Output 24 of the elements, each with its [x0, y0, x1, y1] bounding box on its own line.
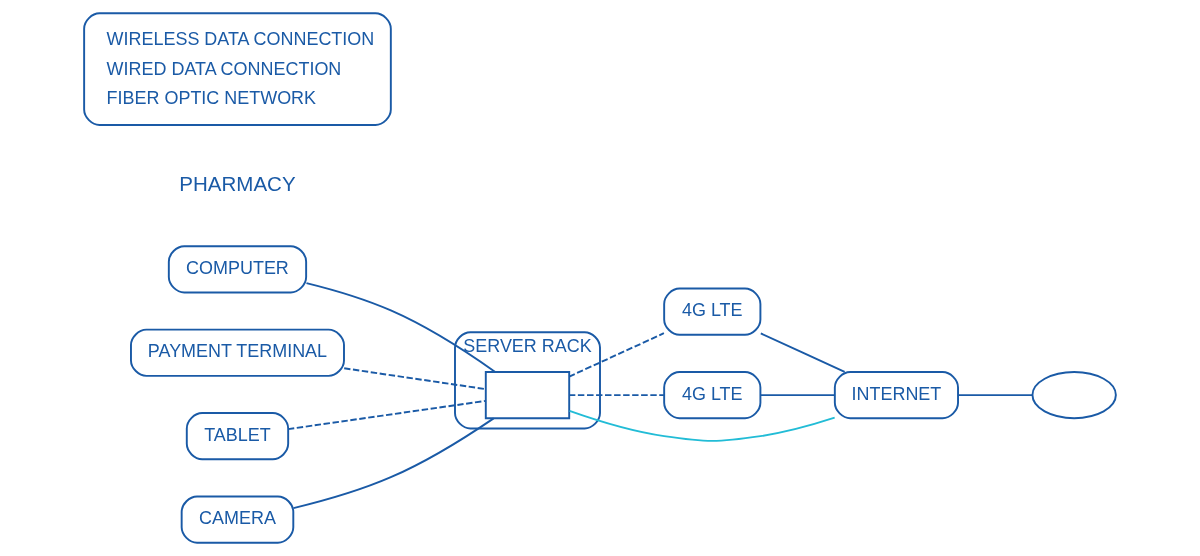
connector — [759, 394, 836, 397]
node-box: 4G LTE — [663, 287, 762, 336]
connector — [957, 394, 1033, 397]
connector — [759, 332, 846, 373]
node-box: COMPUTER — [167, 245, 308, 294]
connector — [343, 367, 487, 391]
node-box — [484, 371, 571, 420]
cluster: SERVER RACK — [454, 331, 601, 430]
node-cloud — [1031, 371, 1117, 420]
node-box: TABLET — [185, 412, 290, 461]
connector — [287, 399, 487, 431]
node-box: PAYMENT TERMINAL — [130, 328, 345, 377]
legend-label: WIRELESS DATA CONNECTION — [106, 29, 375, 50]
connector — [568, 409, 836, 442]
node-box: 4G LTE — [663, 371, 762, 420]
node-box: INTERNET — [833, 371, 959, 420]
connector — [305, 282, 496, 373]
legend-label: FIBER OPTIC NETWORK — [106, 88, 317, 109]
connector — [568, 332, 665, 378]
connector — [292, 417, 495, 510]
legend-label: WIRED DATA CONNECTION — [106, 58, 342, 79]
label: PHARMACY — [179, 171, 296, 195]
node-box: CAMERA — [180, 495, 295, 544]
connector — [568, 394, 665, 397]
